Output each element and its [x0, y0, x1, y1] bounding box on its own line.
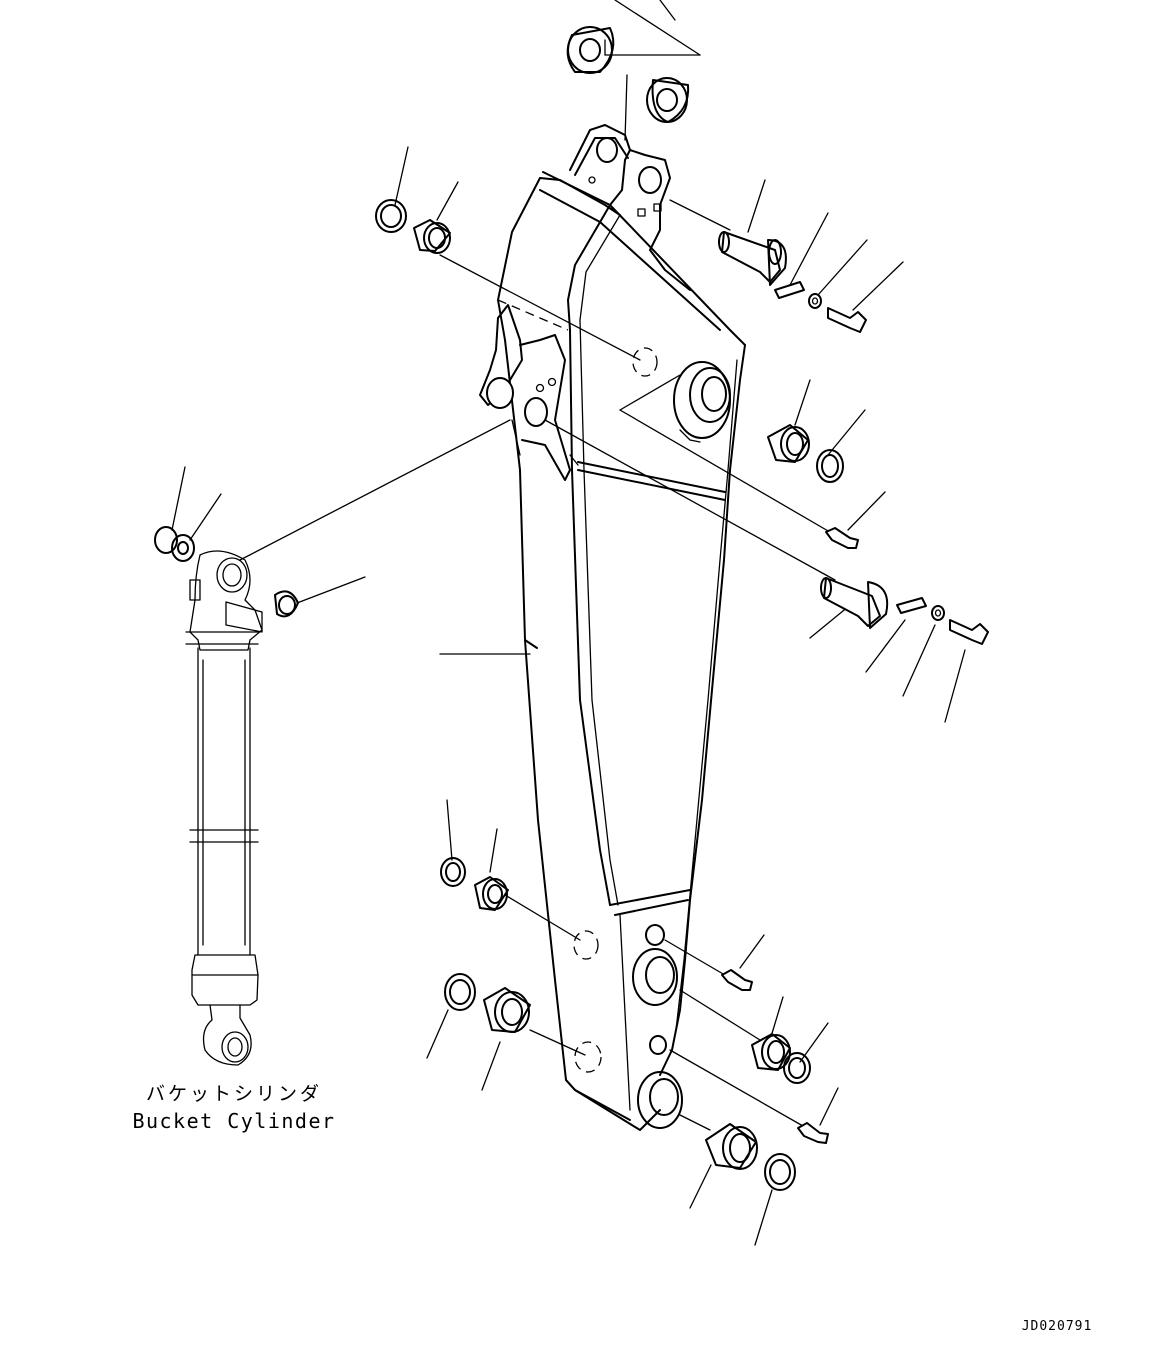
grease-fitting: [721, 969, 753, 991]
pin-upper: [718, 231, 787, 286]
washer: [931, 605, 945, 621]
seal-ring: [764, 1153, 796, 1191]
bushing: [751, 1033, 791, 1071]
bucket-cylinder-label-jp: バケットシリンダ: [146, 1083, 322, 1105]
bucket-cylinder: [185, 550, 263, 1066]
lower-boss: [632, 948, 678, 1006]
lock-plate: [896, 597, 927, 614]
drawing-code: JD020791: [1022, 1319, 1093, 1334]
bolt: [949, 619, 989, 645]
tip-boss: [637, 1071, 683, 1129]
assembly-lines: [171, 0, 966, 1246]
bracket-pin-hole: [638, 166, 662, 194]
bolt: [827, 307, 867, 333]
seal-ring: [444, 973, 476, 1011]
grease-fitting: [825, 527, 859, 549]
pin-middle: [820, 577, 889, 629]
seal-ring: [783, 1052, 811, 1084]
arm-body: [479, 124, 746, 1131]
washer: [808, 293, 822, 309]
shim-left-tab: [274, 590, 299, 618]
link-pin-hole: [486, 377, 514, 409]
bushing: [705, 1123, 758, 1170]
seal-ring: [816, 449, 844, 483]
grease-fitting: [797, 1122, 829, 1144]
bushing: [483, 987, 531, 1033]
shim-left: [154, 526, 195, 562]
seal-ring: [440, 857, 466, 887]
lock-plate: [774, 281, 805, 299]
shim-top-2: [646, 77, 690, 123]
shim-top-1: [566, 26, 615, 74]
bucket-cylinder-label-en: Bucket Cylinder: [132, 1109, 335, 1133]
bracket-pin-hole: [596, 137, 618, 163]
bushing: [413, 219, 451, 254]
bushing: [767, 424, 810, 463]
seal-ring: [375, 199, 407, 233]
link-pin-hole: [524, 397, 548, 427]
bushing: [474, 876, 509, 911]
